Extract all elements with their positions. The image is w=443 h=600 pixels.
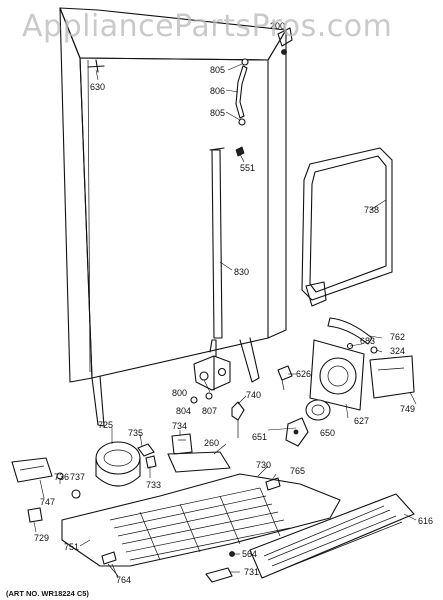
relay-735 [137, 443, 155, 457]
callout-733: 733 [146, 480, 161, 490]
water-valve-800 [193, 339, 231, 391]
part-731 [205, 567, 233, 583]
fan-motor-650 [305, 399, 331, 421]
callout-730: 730 [256, 460, 271, 470]
watermark: AppliancePartsPros.com [22, 9, 392, 44]
part-804 [190, 396, 198, 404]
callout-736: 736 [54, 472, 69, 482]
part-564 [229, 551, 235, 557]
art-number: (ART NO. WR18224 C5) [6, 589, 89, 598]
callout-806: 806 [210, 86, 225, 96]
fan-blade-651 [285, 417, 309, 447]
callout-800: 800 [172, 388, 187, 398]
bracket-734 [171, 433, 193, 455]
tubing-806 [235, 58, 249, 126]
part-807 [205, 392, 213, 400]
callout-627: 627 [354, 416, 369, 426]
callout-807: 807 [202, 406, 217, 416]
tube-762 [327, 317, 373, 345]
callout-564: 564 [242, 549, 257, 559]
cover-749 [369, 355, 415, 399]
callout-626: 626 [296, 369, 311, 379]
callout-735: 735 [128, 428, 143, 438]
callout-630: 630 [90, 82, 105, 92]
part-324 [370, 346, 378, 354]
part-630 [87, 59, 105, 73]
callout-324: 324 [390, 346, 405, 356]
part-626 [277, 365, 293, 391]
fan-shroud-627 [309, 339, 365, 411]
grille-616 [249, 493, 415, 579]
callout-749: 749 [400, 404, 415, 414]
drain-tube-830 [209, 147, 225, 339]
part-733 [145, 455, 157, 469]
callout-765: 765 [290, 466, 305, 476]
callout-762: 762 [390, 332, 405, 342]
callout-labels: 200 630 805 806 805 551 738 830 762 683 … [34, 21, 433, 585]
callout-805-bottom: 805 [210, 108, 225, 118]
callout-200: 200 [270, 21, 285, 31]
gasket-738 [301, 147, 393, 307]
part-729 [27, 507, 43, 523]
callout-738: 738 [364, 205, 379, 215]
callout-740: 740 [246, 390, 261, 400]
callout-751: 751 [64, 542, 79, 552]
callout-764: 764 [116, 575, 131, 585]
callout-729: 729 [34, 533, 49, 543]
callout-747: 747 [40, 497, 55, 507]
part-551 [235, 146, 245, 157]
callout-731: 731 [244, 567, 259, 577]
tray-260 [167, 451, 231, 473]
callout-805-top: 805 [210, 65, 225, 75]
part-200 [277, 27, 293, 55]
part-740 [231, 401, 245, 438]
callout-260: 260 [204, 438, 219, 448]
callout-734: 734 [172, 421, 187, 431]
part-737 [71, 489, 81, 499]
callout-683: 683 [360, 336, 375, 346]
callout-830: 830 [234, 267, 249, 277]
part-765 [265, 477, 281, 491]
condenser-751 [61, 473, 341, 567]
callout-804: 804 [176, 406, 191, 416]
callout-551: 551 [240, 163, 255, 173]
bracket-747 [11, 457, 53, 483]
callout-650: 650 [320, 428, 335, 438]
callout-725: 725 [98, 420, 113, 430]
refrigerator-cabinet [59, 7, 287, 427]
compressor-725 [95, 441, 141, 487]
callout-651: 651 [252, 432, 267, 442]
callout-737: 737 [70, 472, 85, 482]
callout-616: 616 [418, 516, 433, 526]
leader-lines [33, 63, 417, 579]
